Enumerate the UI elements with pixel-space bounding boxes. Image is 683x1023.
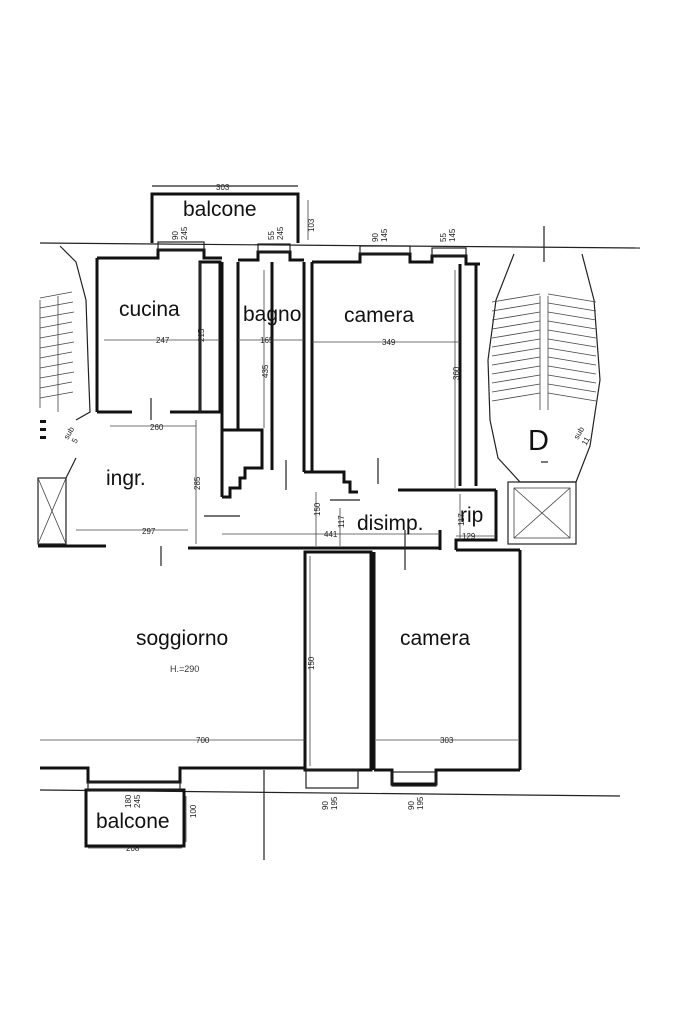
dim-cucina-depth: 215	[197, 328, 206, 342]
dimension-lines	[40, 200, 518, 849]
dim-rip-depth: 117	[457, 513, 466, 526]
dim-soggiorno-width: 700	[196, 736, 210, 745]
dim-rip-width: 129	[462, 532, 476, 541]
dim-cucina-width: 247	[156, 336, 170, 345]
stair-tags: sub 5 sub 11	[40, 420, 592, 447]
dim-ingresso-depth: 285	[193, 476, 202, 490]
dim-win-balcone-bottom-a: 180	[124, 794, 133, 808]
dim-win-camera-b2: 145	[448, 228, 457, 242]
camera-top-label: camera	[344, 304, 414, 327]
dim-disimp-h2: 117	[337, 515, 346, 528]
dim-win-balcone-bottom-b: 245	[133, 794, 142, 808]
dim-win-bagno-b: 245	[276, 226, 285, 240]
dim-camera-top-depth: 360	[452, 366, 461, 380]
dim-win-bagno-a: 55	[267, 231, 276, 240]
dim-disimp-width: 441	[324, 530, 338, 539]
ingresso-label: ingr.	[106, 467, 146, 490]
dim-win-camera-bottom-b: 195	[416, 796, 425, 810]
right-stairwell	[487, 253, 601, 545]
dim-win-camera-bottom-a: 90	[407, 801, 416, 810]
dim-camera-top-width: 349	[382, 338, 396, 347]
dim-corridor-width: 297	[142, 527, 156, 536]
dim-win-cucina-a: 90	[171, 231, 180, 240]
dim-win-camera-b1: 55	[439, 233, 448, 242]
dim-win-camera-a2: 145	[380, 228, 389, 242]
walls	[38, 185, 641, 860]
bagno-label: bagno	[243, 303, 301, 326]
ripostiglio-label: rip	[460, 504, 483, 527]
soggiorno-height-label: H.=290	[170, 664, 199, 674]
dim-balcone-bottom-depth: 100	[189, 804, 198, 818]
dim-bagno-depth: 435	[261, 364, 270, 378]
dim-ingresso-width: 260	[150, 423, 164, 432]
dim-disimp-h1: 150	[313, 502, 322, 516]
dim-win-camera-a1: 90	[371, 233, 380, 242]
stair-d-label: D	[528, 425, 549, 457]
balcone-top-label: balcone	[183, 198, 257, 221]
room-labels: balcone cucina bagno camera ingr. disimp…	[96, 198, 549, 833]
soggiorno-label: soggiorno	[136, 627, 228, 650]
windows	[87, 241, 467, 791]
dim-balcone-top-width: 303	[216, 183, 230, 192]
dim-camera-bottom-width: 303	[440, 736, 454, 745]
dim-bagno-width: 165	[260, 336, 274, 345]
dimension-values: 303 103 90 245 55 245 90 145 55 145 247 …	[124, 183, 476, 853]
dim-soggiorno-depth: 150	[307, 656, 316, 670]
disimpegno-label: disimp.	[357, 512, 424, 535]
dim-win-cucina-b: 245	[180, 226, 189, 240]
dim-win-soggiorno-b: 195	[330, 796, 339, 810]
cucina-label: cucina	[119, 298, 180, 321]
left-stairwell	[37, 245, 91, 545]
camera-bottom-label: camera	[400, 627, 470, 650]
dim-win-soggiorno-a: 90	[321, 801, 330, 810]
dim-balcone-top-depth: 103	[307, 218, 316, 232]
dim-balcone-bottom-width: 208	[126, 844, 140, 853]
balcone-bottom-label: balcone	[96, 810, 170, 833]
left-stair-tag-num: 5	[70, 436, 80, 445]
